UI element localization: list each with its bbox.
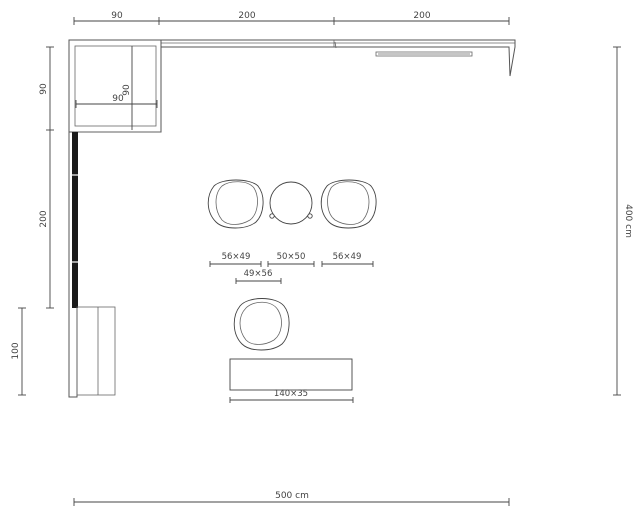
- left-dim-1: 90: [39, 83, 49, 95]
- top-dim-2: 200: [238, 11, 255, 21]
- corner-dim-horizontal: 90: [112, 94, 124, 104]
- right-dimension: 400 cm: [613, 46, 633, 396]
- left-dimension-chain: 90 200 100: [11, 46, 54, 396]
- label-chair-right: 56×49: [333, 252, 362, 262]
- corner-dim-vertical: 90: [122, 84, 132, 96]
- label-stool-center: 50×50: [277, 252, 306, 262]
- right-dim: 400 cm: [623, 204, 633, 238]
- top-dim-3: 200: [413, 11, 430, 21]
- chair-left: [207, 179, 264, 229]
- label-table: 140×35: [274, 389, 308, 399]
- side-cabinet: [76, 306, 116, 396]
- bottom-dimension: 500 cm: [73, 491, 510, 506]
- stool-center: [269, 181, 313, 225]
- dark-wall-panel: [72, 132, 78, 308]
- label-chair-bottom: 49×56: [244, 269, 273, 279]
- chair-bottom: [233, 298, 290, 351]
- left-dim-2: 200: [39, 210, 49, 227]
- label-chair-left: 56×49: [222, 252, 251, 262]
- corner-module: 90 90: [68, 39, 162, 133]
- wall-lamp: [375, 51, 473, 57]
- chair-right: [320, 179, 377, 229]
- bottom-dim: 500 cm: [275, 491, 309, 501]
- top-dimension-chain: 90 200 200: [73, 11, 510, 25]
- coffee-table: [229, 358, 353, 391]
- top-wall-shelf: [157, 39, 516, 77]
- left-dim-3: 100: [11, 342, 21, 359]
- left-wall: [68, 131, 116, 398]
- top-dim-1: 90: [111, 11, 123, 21]
- furniture-labels: 56×49 50×50 56×49 49×56 140×35: [209, 252, 374, 403]
